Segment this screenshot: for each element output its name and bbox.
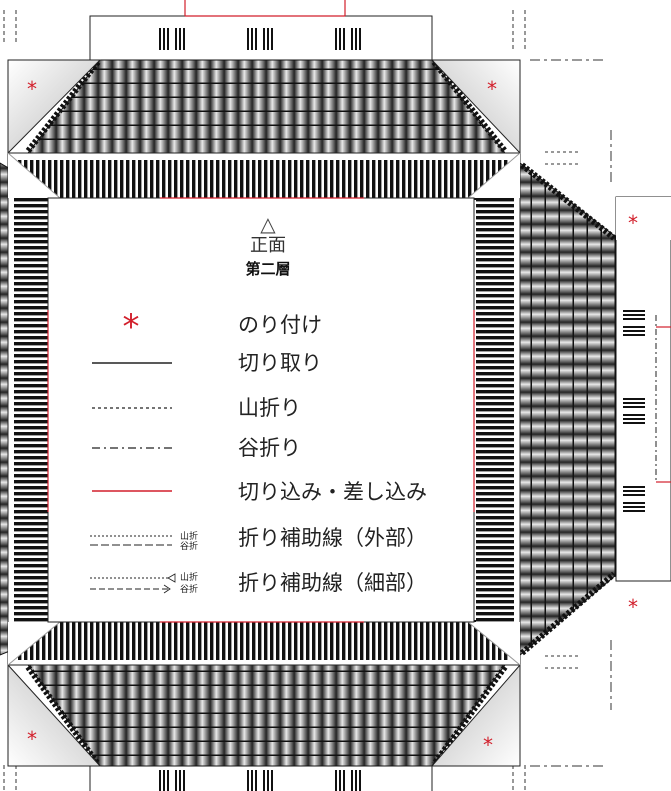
roof-hips [25,60,616,766]
bottom-tab [89,765,433,791]
legend: * のり付け 切り取り 山折り 谷折り 切り込み・差し込み 山折 谷折 折り補助… [90,307,427,595]
roof-panel-top [26,59,507,154]
margin-guides [3,10,612,791]
arrow-left-icon [167,573,176,583]
layer-label: 第二層 [245,260,290,278]
legend-label: 谷折り [238,436,301,460]
glue-mark: * [483,733,493,757]
glue-mark: * [487,77,497,101]
right-tab [615,196,671,582]
top-tab [89,0,433,61]
legend-label: 折り補助線（外部） [238,526,427,550]
roof-panel-bottom [27,664,506,767]
legend-label: 山折り [238,396,301,420]
legend-label: 切り込み・差し込み [238,480,427,504]
legend-small-label: 山折 [180,530,198,542]
legend-glue-symbol: * [123,307,140,347]
corner-flaps [7,59,671,767]
center-panel [47,197,475,623]
legend-small-label: 谷折 [180,583,198,595]
front-indicator: △ 正面 第二層 [245,212,290,278]
legend-label: 切り取り [238,351,322,375]
glue-mark: * [628,211,638,235]
glue-marks: * * * * * * [27,77,638,757]
legend-small-label: 谷折 [180,540,198,552]
arrow-right-icon [163,584,171,594]
glue-mark: * [27,77,37,101]
legend-small-label: 山折 [180,571,198,583]
glue-mark: * [628,595,638,619]
glue-mark: * [27,727,37,751]
legend-label: 折り補助線（細部） [238,571,427,595]
front-label: 正面 [250,235,286,256]
front-triangle-icon: △ [260,212,276,236]
legend-label: のり付け [238,313,322,337]
